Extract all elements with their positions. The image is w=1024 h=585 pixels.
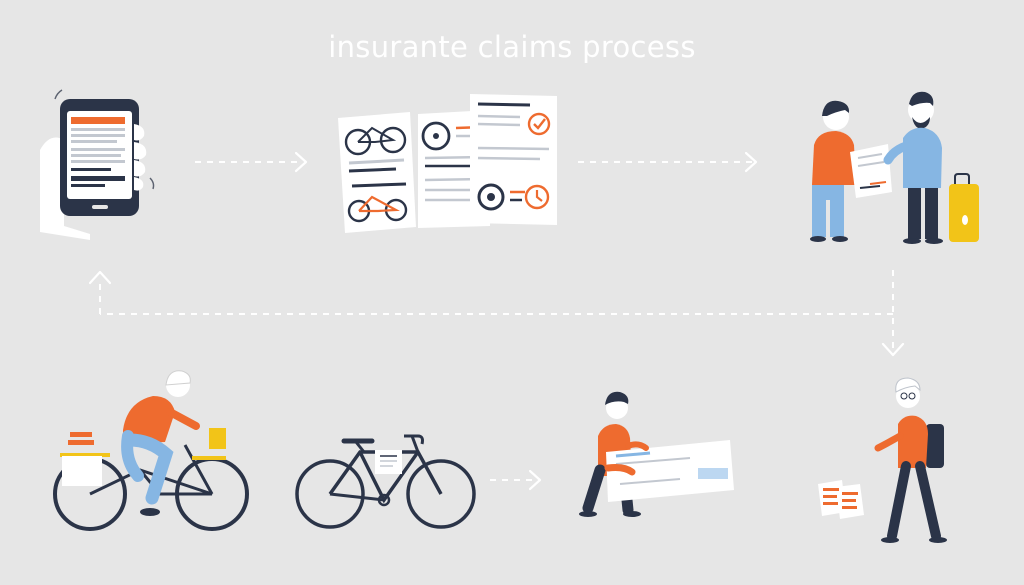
connector-phone-to-documents: [195, 151, 308, 173]
cyclist-icon: [53, 370, 249, 531]
claimant-person: [810, 100, 856, 242]
claim-documents-icon: [338, 94, 557, 233]
scattered-documents: [818, 480, 864, 519]
luggage-bag: [949, 173, 979, 242]
document-bicycle-photos: [338, 112, 416, 233]
diagram-title: insurante claims process: [328, 30, 696, 64]
connector-return-loop: [88, 270, 905, 357]
connector-documents-to-agents: [578, 151, 758, 173]
agent-handshake-icon: [810, 91, 979, 244]
person-carrying-check-icon: [579, 391, 734, 517]
connector-bicycle-to-check: [490, 469, 542, 491]
handed-document: [850, 144, 892, 198]
document-claim-form: [470, 94, 557, 225]
smartphone-in-hand-icon: [40, 89, 155, 240]
insurance-agent-person: [883, 91, 943, 244]
adjuster-with-backpack-icon: [818, 377, 947, 543]
repaired-bicycle-icon: [295, 434, 476, 529]
